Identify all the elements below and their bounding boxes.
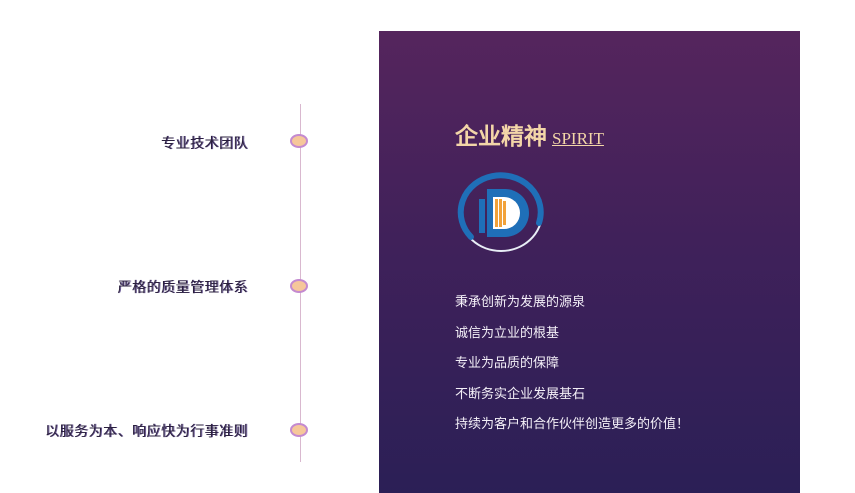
panel-title-cn: 企业精神 <box>455 124 547 150</box>
values-list: 秉承创新为发展的源泉 诚信为立业的根基 专业为品质的保障 不断务实企业发展基石 … <box>455 294 689 447</box>
timeline-dot <box>290 423 308 437</box>
value-item: 诚信为立业的根基 <box>455 325 560 341</box>
value-item: 专业为品质的保障 <box>455 356 560 371</box>
panel-title-en: SPIRIT <box>552 129 604 148</box>
timeline-item-quality-system: 严格的质量管理体系 <box>117 280 248 296</box>
value-item: 持续为客户和合作伙伴创造更多的价值！ <box>455 417 690 432</box>
timeline-item-service: 以服务为本、响应快为行事准则 <box>45 424 248 440</box>
timeline-dot <box>290 279 308 293</box>
timeline-dot <box>290 134 308 148</box>
panel-title: 企业精神 SPIRIT <box>455 117 604 151</box>
value-item: 秉承创新为发展的源泉 <box>455 295 586 310</box>
timeline-item-tech-team: 专业技术团队 <box>161 136 248 152</box>
company-logo-d-icon <box>457 172 544 252</box>
company-logo-d-icon <box>457 171 549 255</box>
value-item: 不断务实企业发展基石 <box>455 386 586 402</box>
